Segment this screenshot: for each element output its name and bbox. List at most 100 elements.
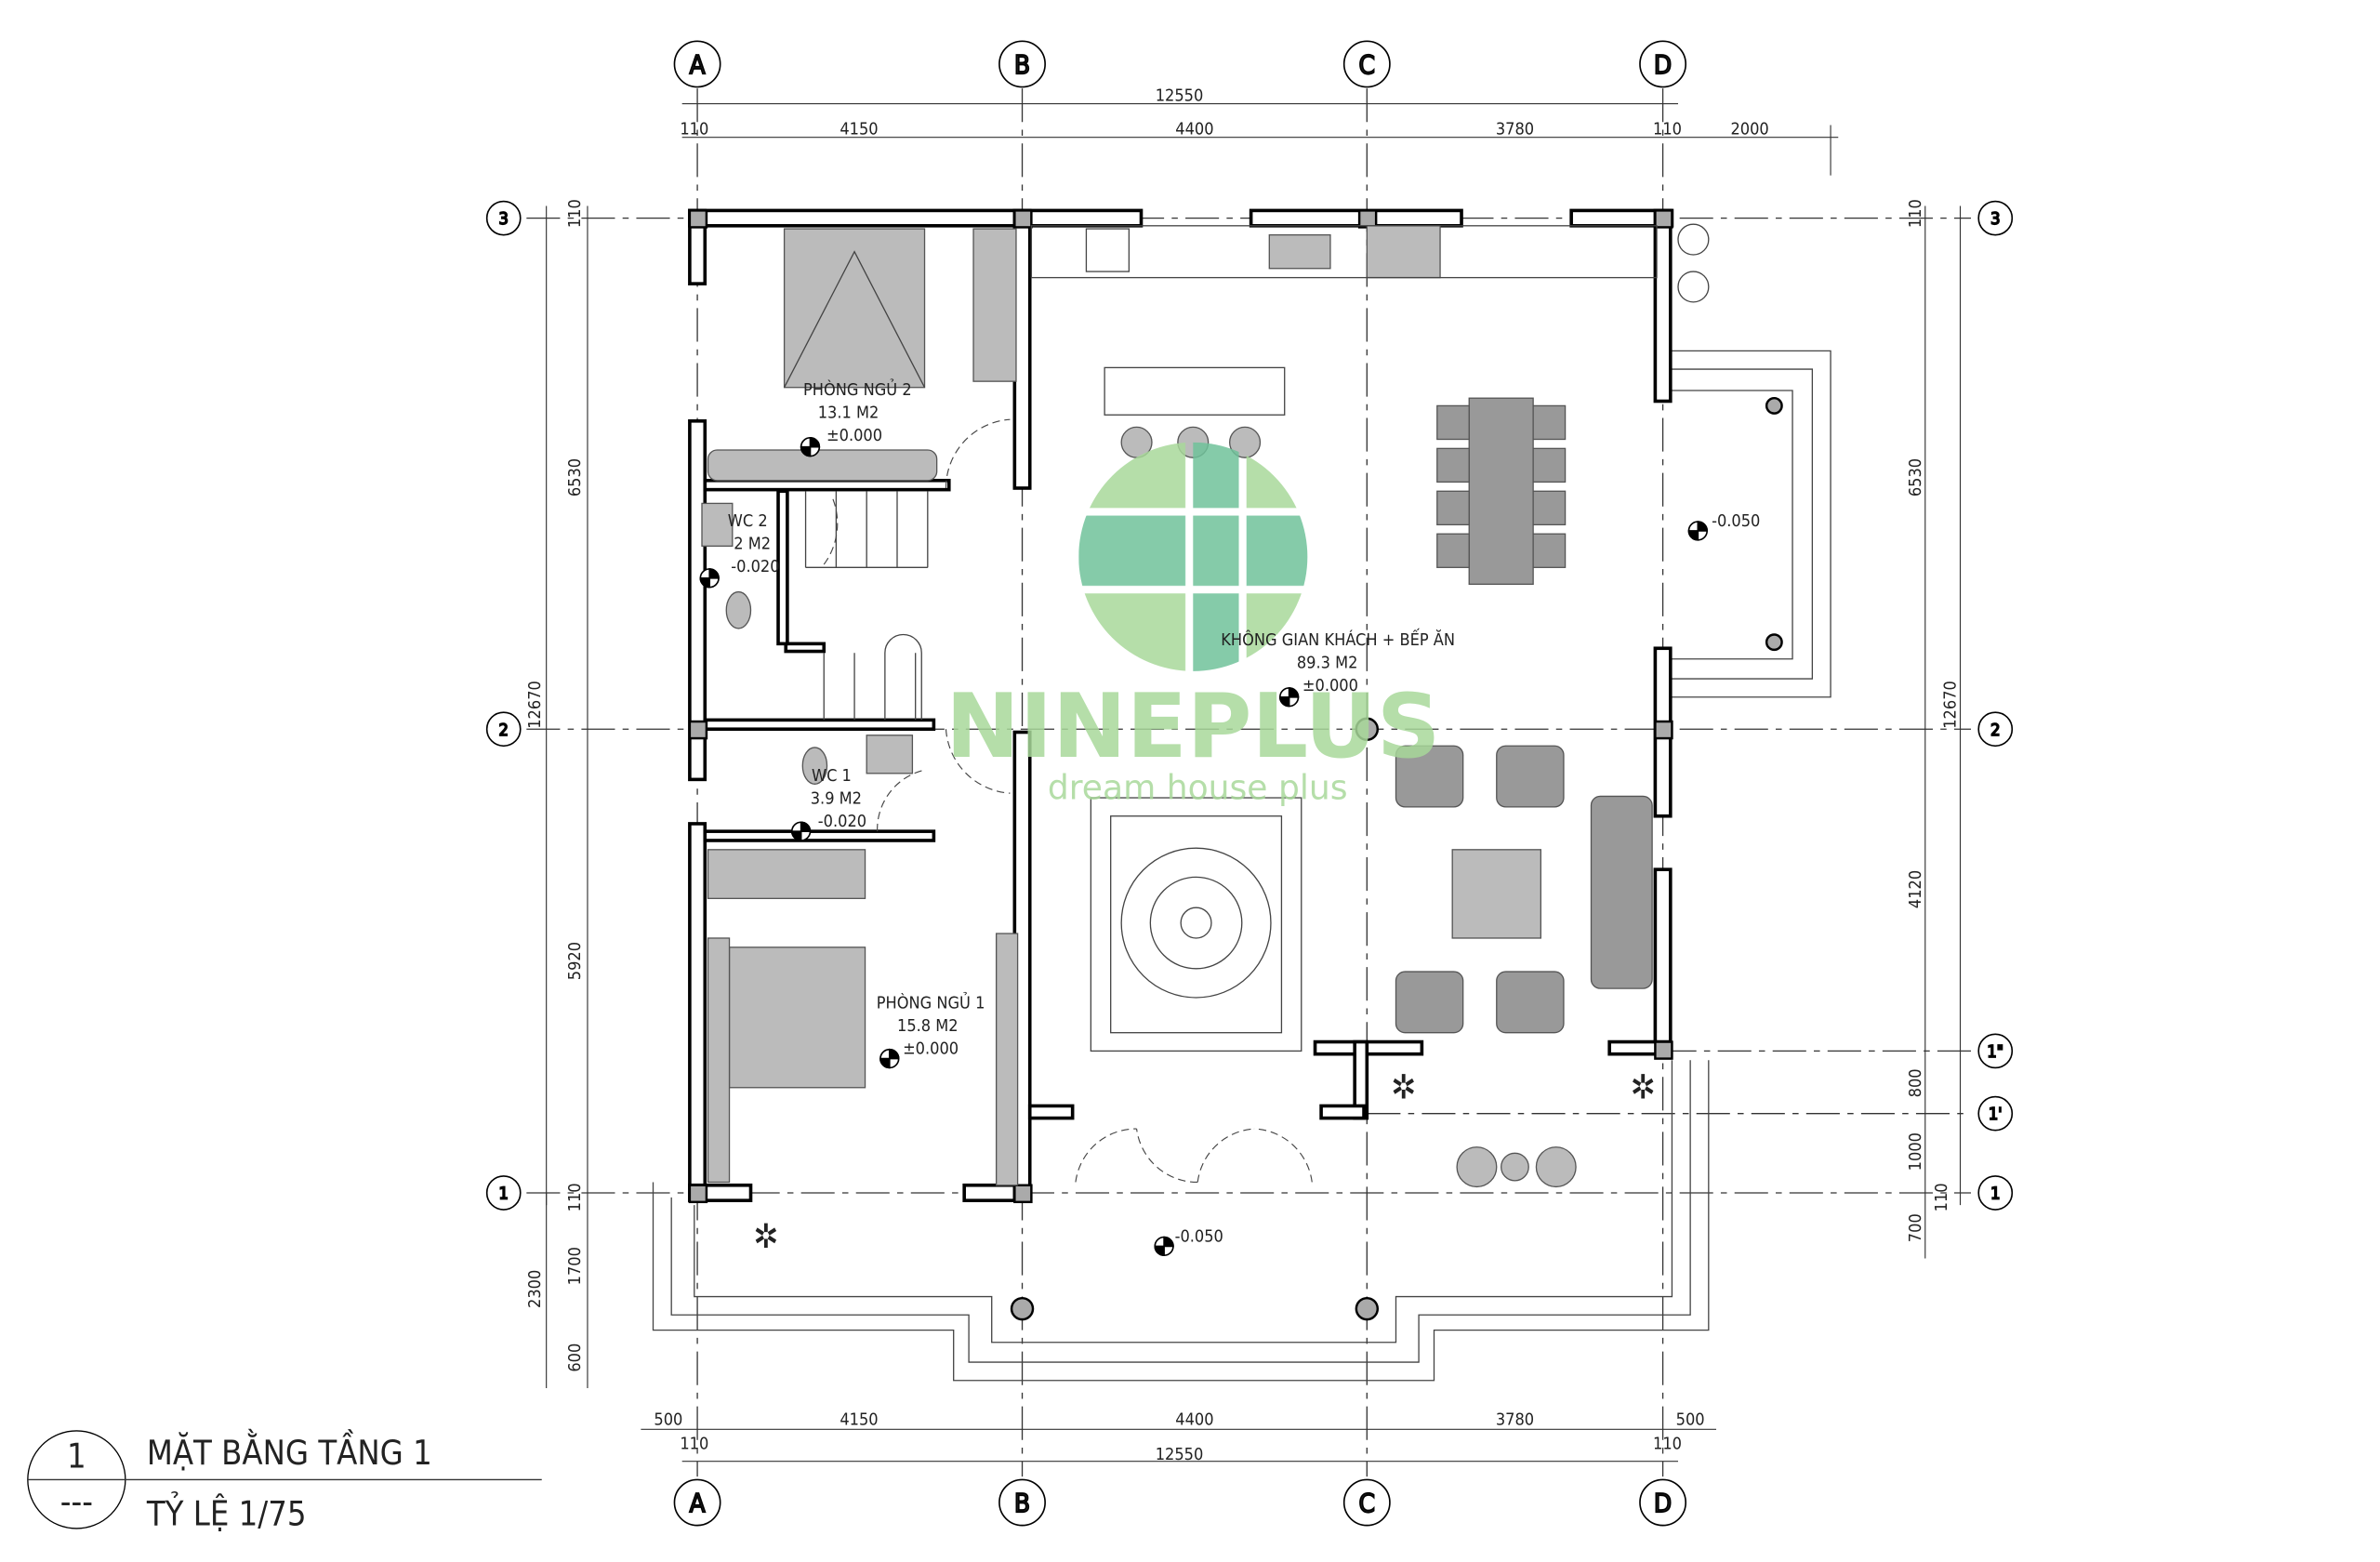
svg-text:4400: 4400 xyxy=(1175,119,1213,139)
drawing-scale: TỶ LỆ 1/75 xyxy=(146,1492,307,1534)
bubble-d-bottom: D xyxy=(1639,1478,1687,1527)
svg-text:110: 110 xyxy=(1906,199,1925,228)
bubble-b-bottom: B xyxy=(998,1478,1046,1527)
svg-text:3: 3 xyxy=(1990,209,2000,229)
outdoor-chair xyxy=(1456,1146,1498,1188)
armchair xyxy=(1395,971,1464,1034)
rug-frame xyxy=(1090,797,1302,1052)
svg-text:±0.000: ±0.000 xyxy=(1302,676,1358,695)
terrace-column xyxy=(1765,396,1783,415)
svg-text:6530: 6530 xyxy=(565,458,585,496)
staircase xyxy=(804,491,929,721)
fridge xyxy=(1366,225,1441,279)
stove xyxy=(1085,228,1130,272)
plant-icon: ✲ xyxy=(1631,1067,1656,1106)
svg-text:12670: 12670 xyxy=(1941,681,1961,729)
svg-text:A: A xyxy=(690,49,706,80)
svg-text:3.9 M2: 3.9 M2 xyxy=(811,789,862,809)
svg-text:600: 600 xyxy=(565,1344,585,1372)
dimension-lines xyxy=(546,102,1962,1463)
sheet-ref: --- xyxy=(60,1483,93,1522)
svg-text:A: A xyxy=(690,1488,706,1518)
wardrobe-2 xyxy=(972,228,1017,382)
walls xyxy=(688,208,1674,1204)
porch-column xyxy=(1010,1296,1035,1321)
svg-text:13.1 M2: 13.1 M2 xyxy=(818,404,879,423)
bubble-c-top: C xyxy=(1342,40,1391,88)
sink-wc2 xyxy=(701,502,734,547)
svg-text:12670: 12670 xyxy=(525,681,545,729)
armchair xyxy=(1496,745,1565,808)
svg-text:±0.000: ±0.000 xyxy=(826,426,882,445)
svg-text:D: D xyxy=(1654,49,1672,80)
bubble-1p-right: 1' xyxy=(1977,1095,2014,1132)
bubble-3-left: 3 xyxy=(485,200,522,236)
outdoor-table xyxy=(1501,1152,1529,1182)
svg-text:PHÒNG NGỦ 1: PHÒNG NGỦ 1 xyxy=(877,991,985,1013)
room-living-kitchen: KHÔNG GIAN KHÁCH + BẾP ĂN 89.3 M2 ±0.000 xyxy=(1221,628,1455,695)
outdoor-chair xyxy=(1535,1146,1577,1188)
svg-text:110: 110 xyxy=(680,1435,708,1454)
bubble-1-left: 1 xyxy=(485,1175,522,1211)
logo-tagline: dream house plus xyxy=(1048,769,1348,808)
svg-text:±0.000: ±0.000 xyxy=(903,1039,959,1059)
bubble-b-top: B xyxy=(998,40,1046,88)
plant-icon: ✲ xyxy=(1391,1067,1416,1106)
svg-text:4400: 4400 xyxy=(1175,1410,1213,1429)
plant-icon: ✲ xyxy=(753,1217,778,1256)
desk-2 xyxy=(707,449,938,482)
dimension-texts: 12550 110 4150 4400 3780 110 2000 500 41… xyxy=(525,86,1961,1464)
svg-text:1700: 1700 xyxy=(565,1247,585,1285)
logo-brand: NINEPLUS xyxy=(945,676,1440,778)
armchair xyxy=(1496,971,1565,1034)
svg-text:110: 110 xyxy=(1932,1183,1951,1211)
doors xyxy=(823,418,1313,1184)
svg-text:WC 2: WC 2 xyxy=(728,511,768,531)
bar-stool xyxy=(1229,426,1262,458)
svg-text:C: C xyxy=(1359,1488,1376,1518)
svg-text:KHÔNG GIAN KHÁCH + BẾP ĂN: KHÔNG GIAN KHÁCH + BẾP ĂN xyxy=(1221,628,1455,650)
toilet-wc1 xyxy=(801,747,828,785)
sink-wc1 xyxy=(866,735,914,774)
bubble-2-right: 2 xyxy=(1977,711,2014,748)
level-marker-icon xyxy=(1154,1236,1174,1257)
level-marker-icon xyxy=(1278,687,1300,708)
svg-text:-0.020: -0.020 xyxy=(731,557,779,576)
svg-text:2300: 2300 xyxy=(525,1270,545,1308)
wardrobe-b xyxy=(995,933,1019,1186)
bubble-a-bottom: A xyxy=(673,1478,721,1527)
svg-text:1000: 1000 xyxy=(1906,1132,1925,1171)
room-labels: PHÒNG NGỦ 2 13.1 M2 ±0.000 WC 2 2 M2 -0.… xyxy=(728,378,1761,1247)
column-c2 xyxy=(1355,717,1380,741)
svg-text:2000: 2000 xyxy=(1730,119,1768,139)
svg-text:89.3 M2: 89.3 M2 xyxy=(1297,654,1358,673)
svg-text:500: 500 xyxy=(654,1410,682,1429)
medallion-rug xyxy=(1120,847,1272,999)
level-terrace: -0.050 xyxy=(1712,511,1760,531)
svg-text:6530: 6530 xyxy=(1906,458,1925,496)
svg-text:110: 110 xyxy=(1653,119,1682,139)
terrace-column xyxy=(1765,633,1783,652)
level-markers xyxy=(699,437,1708,1257)
plant-pot xyxy=(1677,271,1710,303)
svg-text:500: 500 xyxy=(1676,1410,1705,1429)
nineplus-watermark: NINEPLUS dream house plus xyxy=(945,442,1440,808)
bed-2 xyxy=(783,228,926,389)
svg-text:5920: 5920 xyxy=(565,942,585,980)
svg-text:3780: 3780 xyxy=(1496,1410,1534,1429)
room-wc-1: WC 1 3.9 M2 -0.020 xyxy=(811,766,866,831)
room-bedroom-2: PHÒNG NGỦ 2 13.1 M2 ±0.000 xyxy=(803,378,912,445)
svg-text:110: 110 xyxy=(565,1183,585,1211)
svg-text:2: 2 xyxy=(1990,721,2000,740)
bubble-2-left: 2 xyxy=(485,711,522,748)
kitchen-island xyxy=(1104,366,1286,416)
level-marker-icon xyxy=(800,437,821,457)
room-bedroom-1: PHÒNG NGỦ 1 15.8 M2 ±0.000 xyxy=(877,991,985,1058)
svg-text:PHÒNG NGỦ 2: PHÒNG NGỦ 2 xyxy=(803,378,912,400)
bubble-1pp-right: 1" xyxy=(1977,1033,2014,1069)
svg-text:B: B xyxy=(1014,1488,1030,1518)
plant-pot xyxy=(1677,223,1710,256)
svg-text:1": 1" xyxy=(1987,1042,2003,1062)
level-porch: -0.050 xyxy=(1175,1226,1223,1246)
